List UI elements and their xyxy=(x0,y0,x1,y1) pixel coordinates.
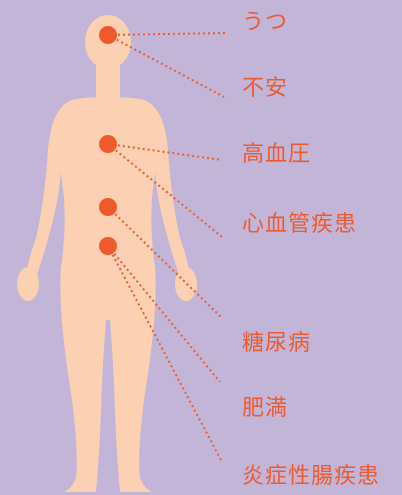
label-anxiety: 不安 xyxy=(242,76,289,101)
label-diabetes: 糖尿病 xyxy=(242,331,312,356)
label-hypertension: 高血圧 xyxy=(242,142,312,167)
leader-line-6 xyxy=(107,245,223,463)
organ-marker-3 xyxy=(99,237,117,255)
label-depression: うつ xyxy=(242,10,289,35)
label-obesity: 肥満 xyxy=(242,396,289,421)
human-body-silhouette xyxy=(17,15,197,492)
organ-markers xyxy=(99,26,117,255)
leader-line-2 xyxy=(107,143,223,161)
organ-marker-2 xyxy=(99,198,117,216)
label-ibd: 炎症性腸疾患 xyxy=(242,464,381,489)
leader-line-5 xyxy=(107,245,221,383)
leader-line-0 xyxy=(107,32,229,36)
leader-lines xyxy=(107,32,229,463)
organ-marker-1 xyxy=(99,135,117,153)
leader-line-1 xyxy=(107,34,225,98)
organ-marker-0 xyxy=(99,26,117,44)
label-cardiovascular-disease: 心血管疾患 xyxy=(242,212,358,237)
leader-line-4 xyxy=(107,206,223,319)
